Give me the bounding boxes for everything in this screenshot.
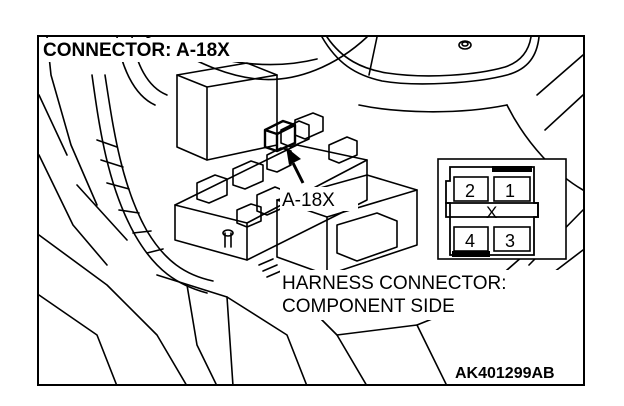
- key-bar-bottom: [452, 251, 490, 257]
- pointer-arrow: [286, 147, 305, 184]
- engine-bay-illustration: [38, 36, 584, 387]
- pin-cell-3: [493, 226, 531, 252]
- pin-label: 2: [465, 181, 475, 201]
- pin-cell-2: [453, 176, 489, 202]
- connector-face-inset: 2 1 4 3 X: [437, 158, 567, 260]
- connector-outline-lower: [445, 202, 539, 256]
- harness-note-backing: [280, 270, 576, 320]
- figure-id-backing: [451, 361, 581, 383]
- pin-label: 3: [505, 231, 515, 251]
- harness-note-line1: HARNESS CONNECTOR:: [282, 273, 507, 294]
- title-backing: [40, 38, 274, 62]
- pin-label: 1: [505, 181, 515, 201]
- pin-cell-1: [493, 176, 531, 202]
- figure-id: AK401299AB: [455, 365, 555, 382]
- pointer-label-backing: [280, 187, 358, 211]
- connector-mark: X: [486, 203, 497, 222]
- diagram-canvas: CONNECTOR: A-18X A-18X HARNESS CONNECTOR…: [37, 35, 585, 387]
- connector-location-figure: CONNECTOR: A-18X A-18X HARNESS CONNECTOR…: [37, 35, 585, 387]
- pin-label: 4: [465, 231, 475, 251]
- harness-note-line2: COMPONENT SIDE: [282, 296, 455, 317]
- key-bar-top: [492, 166, 532, 172]
- pointer-label: A-18X: [282, 190, 335, 211]
- figure-title: CONNECTOR: A-18X: [43, 40, 230, 61]
- target-connector-a18x: [263, 119, 297, 153]
